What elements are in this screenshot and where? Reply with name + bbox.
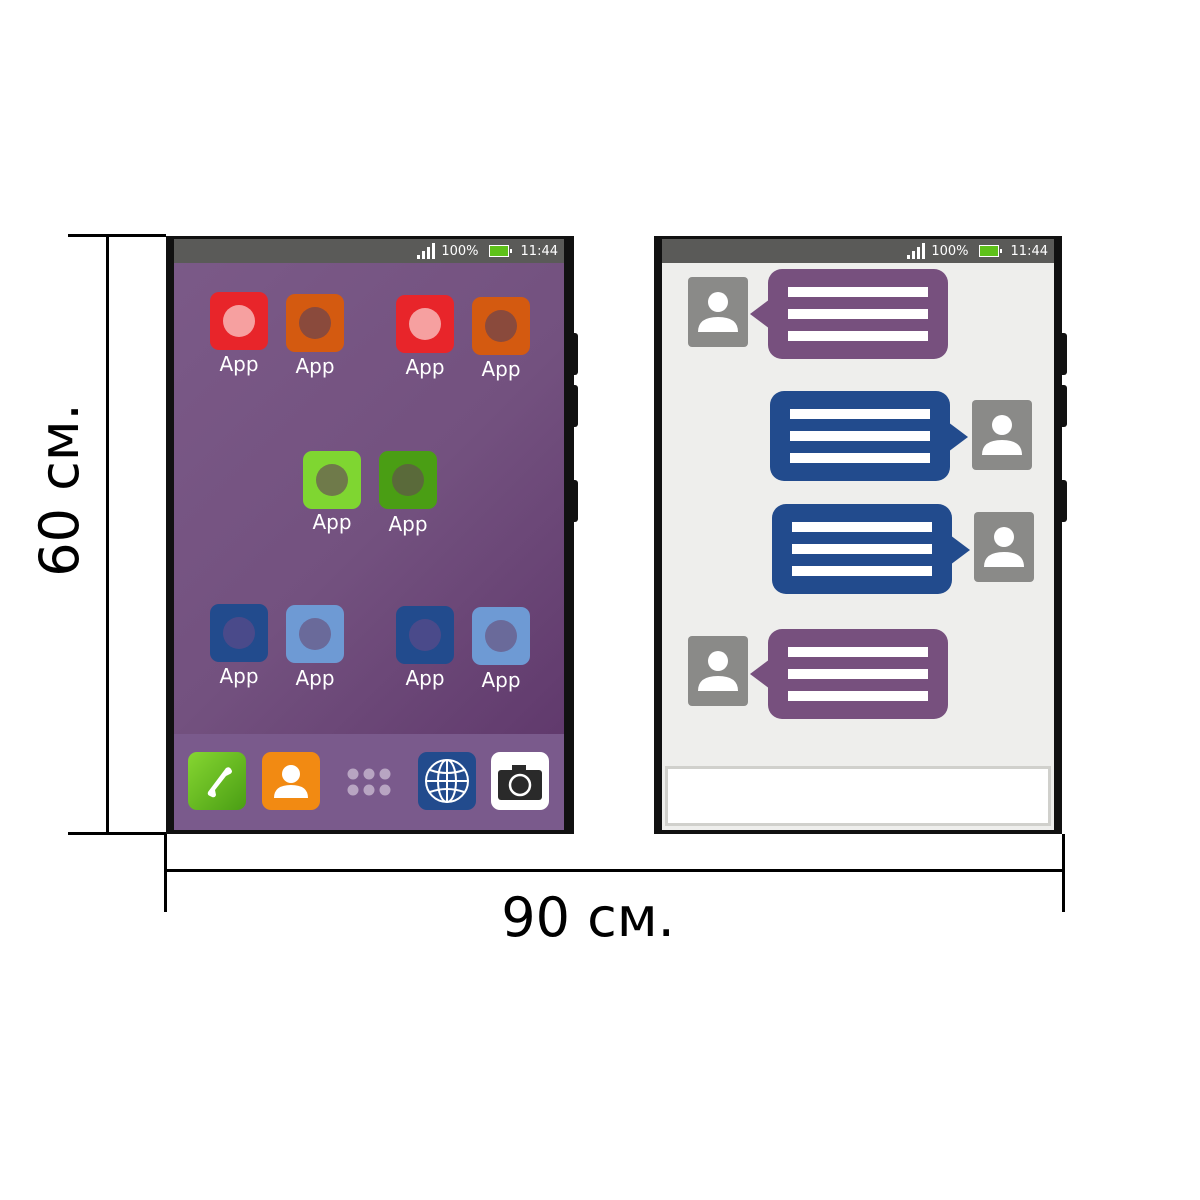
width-dimension-label: 90 см. <box>501 886 675 949</box>
outgoing-message-bubble[interactable] <box>770 391 950 481</box>
avatar[interactable] <box>974 512 1034 582</box>
app-label: App <box>219 352 259 376</box>
avatar[interactable] <box>688 277 748 347</box>
chat-screen: 100% 11:44 <box>662 239 1054 830</box>
app-icon[interactable] <box>396 606 454 664</box>
signal-icon <box>417 243 436 259</box>
app-label: App <box>481 357 521 381</box>
app-label: App <box>312 510 352 534</box>
app-icon[interactable] <box>210 604 268 662</box>
status-bar: 100% 11:44 <box>662 239 1054 263</box>
app-icon[interactable] <box>303 451 361 509</box>
outgoing-message-bubble[interactable] <box>772 504 952 594</box>
app-icon[interactable] <box>286 294 344 352</box>
height-dimension-bottom-tick <box>68 832 166 835</box>
height-dimension-line <box>106 234 109 834</box>
phone-icon[interactable] <box>188 752 246 810</box>
app-label: App <box>295 354 335 378</box>
camera-icon[interactable] <box>491 752 549 810</box>
status-time: 11:44 <box>520 243 558 259</box>
width-dimension-left-tick <box>164 834 167 912</box>
battery-icon <box>978 245 1002 257</box>
app-icon[interactable] <box>396 295 454 353</box>
status-bar: 100% 11:44 <box>174 239 564 263</box>
globe-icon[interactable] <box>418 752 476 810</box>
battery-icon <box>488 245 512 257</box>
status-time: 11:44 <box>1010 243 1048 259</box>
app-label: App <box>388 512 428 536</box>
side-button[interactable] <box>1059 333 1067 375</box>
width-dimension-right-tick <box>1062 834 1065 912</box>
app-icon[interactable] <box>379 451 437 509</box>
app-label: App <box>405 355 445 379</box>
app-icon[interactable] <box>210 292 268 350</box>
bubble-tail <box>750 299 770 329</box>
app-icon[interactable] <box>472 297 530 355</box>
battery-percent: 100% <box>931 243 969 259</box>
side-button[interactable] <box>1059 385 1067 427</box>
side-button[interactable] <box>1059 480 1067 522</box>
home-phone: 100% 11:44 App App App App App App App A… <box>166 236 574 834</box>
height-dimension-top-tick <box>68 234 166 237</box>
bubble-tail <box>948 422 968 452</box>
bubble-tail <box>950 535 970 565</box>
contacts-icon[interactable] <box>262 752 320 810</box>
avatar[interactable] <box>972 400 1032 470</box>
app-icon[interactable] <box>286 605 344 663</box>
battery-percent: 100% <box>441 243 479 259</box>
width-dimension-line <box>164 869 1064 872</box>
side-button[interactable] <box>570 480 578 522</box>
chat-phone: 100% 11:44 <box>654 236 1062 834</box>
side-button[interactable] <box>570 333 578 375</box>
bubble-tail <box>750 659 770 689</box>
height-dimension-label: 60 см. <box>28 403 91 577</box>
app-label: App <box>219 664 259 688</box>
app-label: App <box>405 666 445 690</box>
app-label: App <box>295 666 335 690</box>
app-grid-icon[interactable] <box>340 752 398 810</box>
home-screen: 100% 11:44 App App App App App App App A… <box>174 239 564 830</box>
avatar[interactable] <box>688 636 748 706</box>
app-label: App <box>481 668 521 692</box>
incoming-message-bubble[interactable] <box>768 269 948 359</box>
signal-icon <box>907 243 926 259</box>
app-icon[interactable] <box>472 607 530 665</box>
message-input[interactable] <box>665 766 1051 826</box>
side-button[interactable] <box>570 385 578 427</box>
dock <box>174 734 564 830</box>
incoming-message-bubble[interactable] <box>768 629 948 719</box>
